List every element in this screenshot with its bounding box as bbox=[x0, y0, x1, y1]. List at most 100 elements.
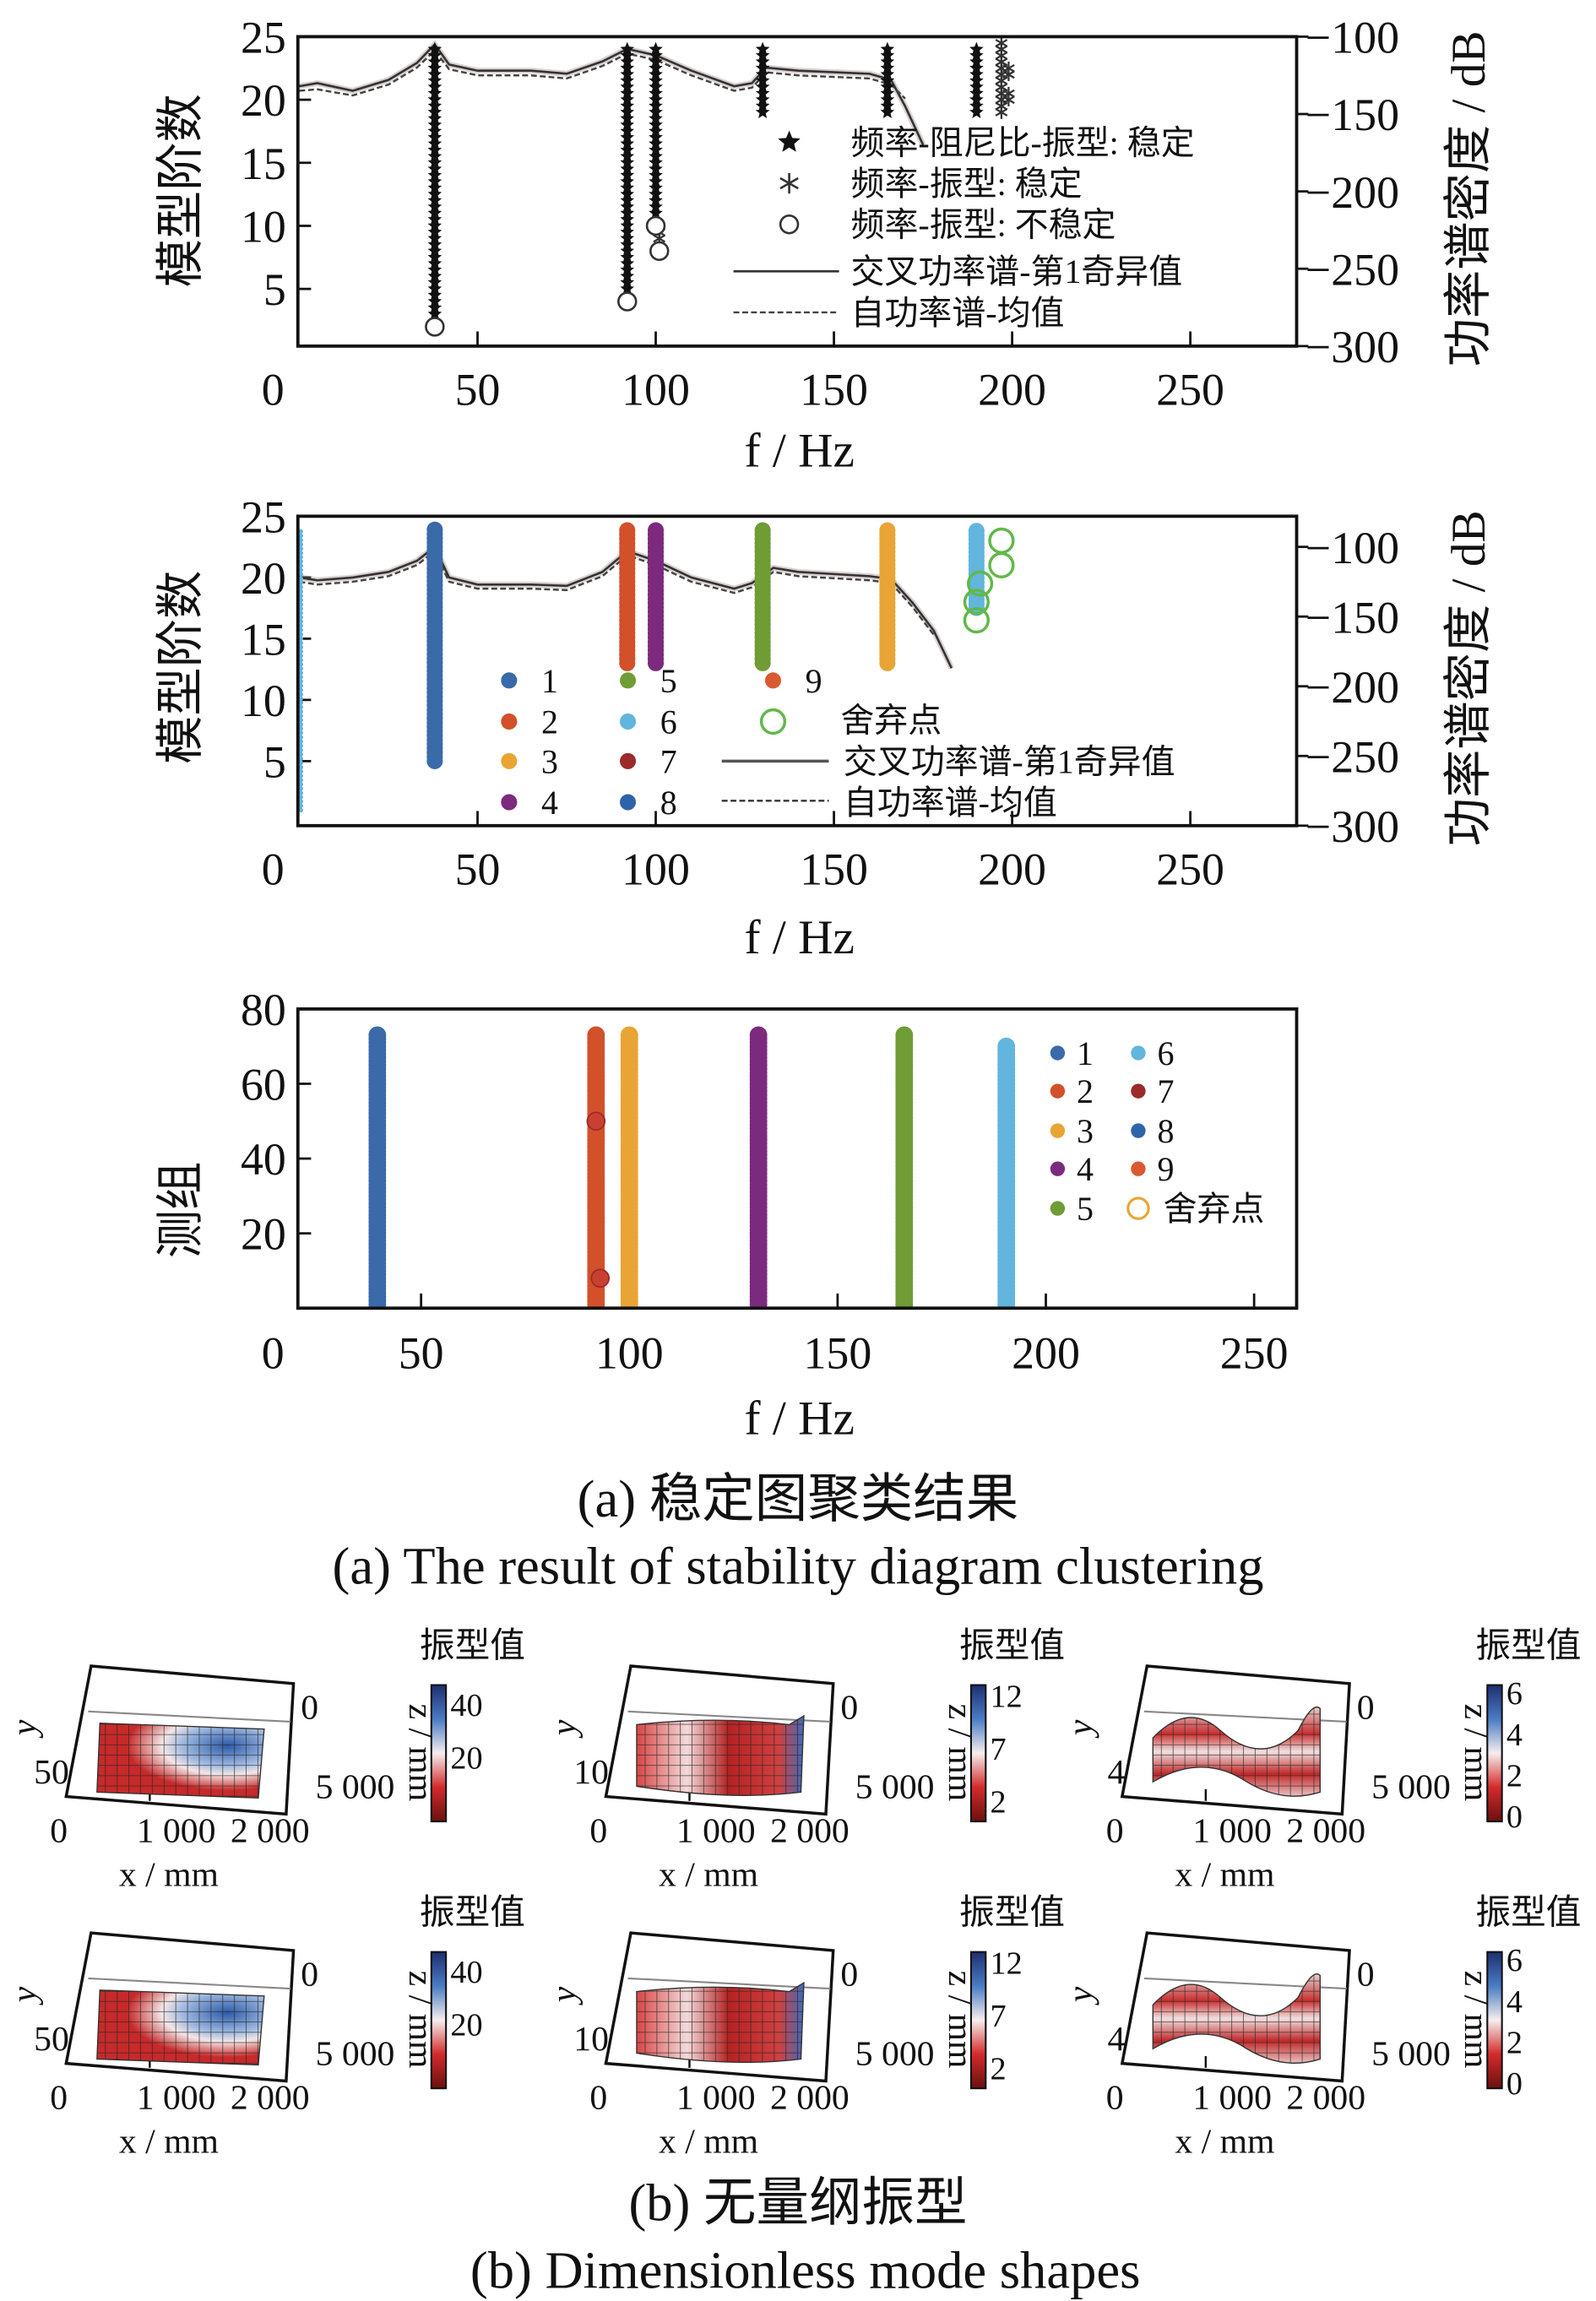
cluster-6-point bbox=[298, 541, 304, 547]
stable-star-point bbox=[880, 67, 895, 81]
depth-tick-label: 0 bbox=[840, 1689, 858, 1728]
y-axis-label: 模型阶数 bbox=[155, 94, 208, 287]
stable-star-point bbox=[620, 92, 635, 106]
cluster-6-point bbox=[968, 523, 985, 540]
legend-label: 4 bbox=[541, 784, 558, 822]
x-tick-label: 2 000 bbox=[231, 2078, 310, 2117]
x-tick-label: 250 bbox=[1220, 1327, 1289, 1378]
stable-star-point bbox=[620, 73, 635, 87]
axes-edge bbox=[88, 1977, 291, 1990]
stable-star-point bbox=[427, 123, 442, 138]
cluster-6-point bbox=[997, 1037, 1016, 1056]
stable-star-point bbox=[620, 48, 635, 62]
y-axis-label: 测组 bbox=[155, 1162, 208, 1259]
cluster-6-point bbox=[298, 675, 304, 680]
y2-tick-label: −200 bbox=[1306, 167, 1399, 218]
stable-star-point bbox=[649, 98, 663, 112]
cluster-6-point bbox=[298, 529, 304, 535]
mode-surface-mesh bbox=[96, 1989, 264, 2065]
unstable-circle-point bbox=[617, 291, 638, 312]
stable-asterisk-point bbox=[1002, 61, 1015, 75]
y2-tick-label: −300 bbox=[1306, 801, 1399, 852]
legend-label: 5 bbox=[1077, 1190, 1094, 1228]
legend-label: 1 bbox=[1077, 1034, 1094, 1072]
colorbar-title: 振型值 bbox=[1475, 1627, 1581, 1666]
legend-label: 舍弃点 bbox=[840, 702, 942, 740]
x-tick-label: 2 000 bbox=[1286, 1811, 1365, 1850]
stable-star-point bbox=[427, 130, 442, 144]
stable-star-point bbox=[649, 105, 663, 118]
cluster-6-point bbox=[298, 713, 304, 719]
stable-star-point bbox=[649, 180, 663, 194]
legend-label: 舍弃点 bbox=[1163, 1190, 1264, 1228]
y-tick-label: 10 bbox=[573, 2020, 609, 2059]
y-tick-label: 50 bbox=[34, 1753, 69, 1792]
stable-star-point bbox=[755, 61, 770, 74]
legend-label: 自功率谱-均值 bbox=[844, 784, 1057, 822]
colorbar-tick-label: 12 bbox=[991, 1946, 1023, 1982]
depth-tick-label: 5 000 bbox=[855, 2034, 935, 2073]
x-tick-label: 200 bbox=[978, 844, 1046, 894]
z-axis-label: z / mm bbox=[941, 1704, 980, 1802]
cluster-6-point bbox=[298, 653, 304, 659]
stable-star-point bbox=[649, 199, 663, 214]
stable-star-point bbox=[620, 250, 635, 263]
legend-cluster-3-marker bbox=[501, 752, 518, 769]
depth-tick-label: 0 bbox=[301, 1956, 318, 1994]
stable-star-point bbox=[969, 48, 984, 62]
stable-star-point bbox=[620, 281, 635, 296]
cluster-6-point bbox=[298, 555, 304, 560]
x-tick-label: 2 000 bbox=[1286, 2078, 1365, 2117]
legend-label: 9 bbox=[1158, 1150, 1175, 1188]
cluster-6-point bbox=[298, 773, 304, 779]
stable-star-point bbox=[620, 143, 635, 156]
legend-label: 4 bbox=[1077, 1150, 1094, 1188]
stable-star-point bbox=[427, 117, 442, 131]
cluster-6-point bbox=[298, 670, 304, 676]
y-tick-label: 50 bbox=[34, 2020, 69, 2059]
stable-star-point bbox=[620, 205, 635, 220]
stable-star-point bbox=[427, 136, 442, 150]
cluster-6-point bbox=[298, 760, 304, 766]
colorbar-title: 振型值 bbox=[959, 1627, 1065, 1666]
stable-star-point bbox=[649, 67, 663, 81]
cluster-6-point bbox=[298, 807, 304, 813]
cluster-5-point bbox=[895, 1026, 914, 1045]
colorbar-tick-label: 20 bbox=[450, 2008, 482, 2043]
z-axis-label: z / mm bbox=[401, 1704, 440, 1802]
plot-area bbox=[298, 521, 1015, 813]
stable-star-point bbox=[620, 41, 635, 56]
legend-circle-marker bbox=[779, 214, 800, 235]
stable-star-point bbox=[427, 161, 442, 176]
x-tick-label: 0 bbox=[262, 844, 285, 894]
stable-star-point bbox=[649, 193, 663, 207]
stable-star-point bbox=[427, 67, 442, 81]
x-tick-label: 0 bbox=[262, 364, 285, 415]
stable-star-point bbox=[620, 105, 635, 118]
cluster-6-point bbox=[298, 696, 304, 702]
cluster-6-point bbox=[298, 572, 304, 578]
legend-cluster-9-marker bbox=[764, 672, 782, 689]
legend-cluster-6-marker bbox=[1131, 1045, 1146, 1061]
cluster-6-point bbox=[298, 576, 304, 582]
stable-star-point bbox=[427, 79, 442, 94]
x-axis-label: x / mm bbox=[1175, 2123, 1274, 2162]
cluster-6-point bbox=[298, 735, 304, 740]
stable-star-point bbox=[755, 92, 770, 106]
cluster-6-point bbox=[298, 743, 304, 749]
colorbar-tick-label: 20 bbox=[450, 1741, 482, 1777]
z-axis-label: z / mm bbox=[1457, 1704, 1496, 1802]
stable-star-point bbox=[649, 54, 663, 68]
stable-star-point bbox=[649, 79, 663, 94]
cluster-6-point bbox=[298, 747, 304, 753]
stable-star-point bbox=[620, 225, 635, 238]
stable-star-point bbox=[620, 61, 635, 74]
stable-star-point bbox=[620, 174, 635, 188]
unstable-circle-point bbox=[649, 241, 670, 262]
colorbar bbox=[1486, 1684, 1503, 1823]
stable-star-point bbox=[755, 48, 770, 62]
cluster-6-point bbox=[298, 718, 304, 723]
